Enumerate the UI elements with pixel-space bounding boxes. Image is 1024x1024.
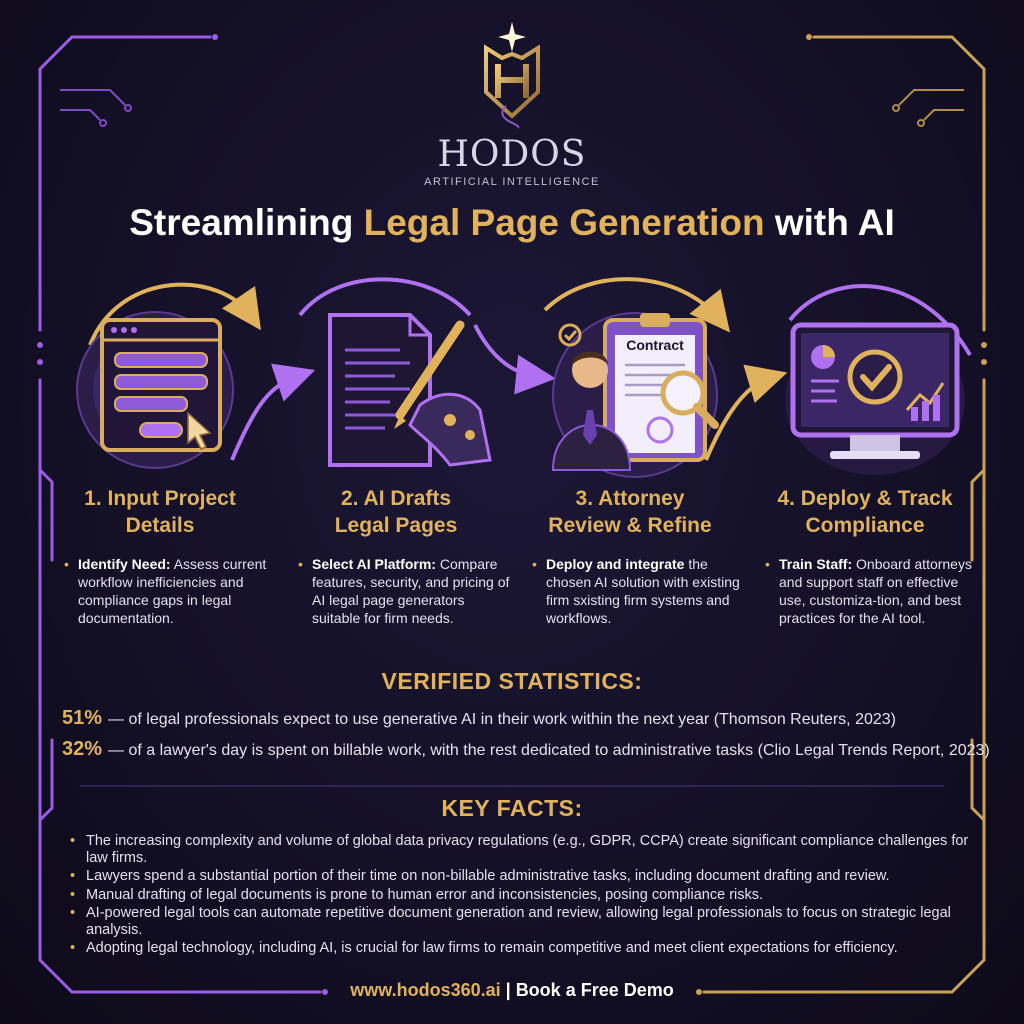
contract-label: Contract [626,337,684,353]
footer: www.hodos360.ai | Book a Free Demo [0,980,1024,1001]
step-1-text: Assess current workflow inefficiencies a… [78,556,267,626]
key-facts-heading: KEY FACTS: [441,795,583,821]
step-2-bold: Select AI Platform: [312,556,436,572]
brand-tagline: ARTIFICIAL INTELLIGENCE [424,176,600,188]
step-3-title-line-1: 3. Attorney [575,487,685,510]
step-4-title-line-1: 4. Deploy & Track [777,487,953,510]
title-highlight: Legal Page Generation [363,202,765,243]
statistic-2: 32% — of a lawyer's day is spent on billa… [62,738,990,761]
step-4-description: •Train Staff: Onboard attorneys and supp… [765,556,972,626]
key-fact-item: Adopting legal technology, including AI,… [70,940,970,957]
key-fact-item: Manual drafting of legal documents is pr… [70,887,970,904]
title-part-2: with AI [764,202,895,243]
step-2-title: 2. AI Drafts Legal Pages [281,485,511,539]
step-3-description: •Deploy and integrate the chosen AI solu… [532,556,740,626]
step-4-title-line-2: Compliance [805,514,925,537]
monitor-dashboard-check-icon [785,322,965,475]
step-1-title-line-2: Details [125,514,195,537]
page-title: Streamlining Legal Page Generation with … [0,202,1024,244]
step-2-text: Compare features, security, and pricing … [312,556,510,626]
statistic-2-text: — of a lawyer's day is spent on billable… [108,742,990,759]
step-3-title: 3. Attorney Review & Refine [515,485,745,539]
statistic-1-value: 51% [62,707,103,729]
step-4-title: 4. Deploy & Track Compliance [750,485,980,539]
footer-separator: | [500,980,516,1000]
title-part-1: Streamlining [129,202,364,243]
key-facts-list: The increasing complexity and volume of … [70,833,970,959]
attorney-contract-review-icon: Contract [551,312,719,478]
book-demo-link[interactable]: Book a Free Demo [515,980,674,1000]
step-2-title-line-2: Legal Pages [334,514,458,537]
key-fact-item: The increasing complexity and volume of … [70,833,970,866]
step-2-title-line-1: 2. AI Drafts [340,487,452,510]
key-fact-item: Lawyers spend a substantial portion of t… [70,868,970,885]
brand-name: HODOS [437,134,587,175]
process-steps: Contract [0,275,1024,665]
step-3-text: the chosen AI solution with existing fir… [546,556,740,626]
robot-hand-drafting-icon [328,313,492,467]
statistic-1-text: — of legal professionals expect to use g… [108,711,896,728]
step-4-bold: Train Staff: [779,556,853,572]
statistic-1: 51% — of legal professionals expect to us… [62,707,982,730]
hodos-logo-icon [484,22,540,129]
step-3-title-line-2: Review & Refine [548,514,712,537]
step-1-description: •Identify Need: Assess current workflow … [64,556,267,626]
section-divider [80,785,944,787]
step-4-text: Onboard attorneys and support staff on e… [779,556,972,626]
statistics-heading: VERIFIED STATISTICS: [381,668,643,694]
step-1-title: 1. Input Project Details [45,485,275,539]
key-fact-item: AI-powered legal tools can automate repe… [70,905,970,938]
website-link[interactable]: www.hodos360.ai [350,980,501,1000]
statistic-2-value: 32% [62,738,103,760]
step-1-title-line-1: 1. Input Project [84,487,236,510]
web-form-icon [76,311,234,469]
step-2-description: •Select AI Platform: Compare features, s… [298,556,510,626]
step-1-bold: Identify Need: [78,556,171,572]
step-3-bold: Deploy and integrate [546,556,685,572]
